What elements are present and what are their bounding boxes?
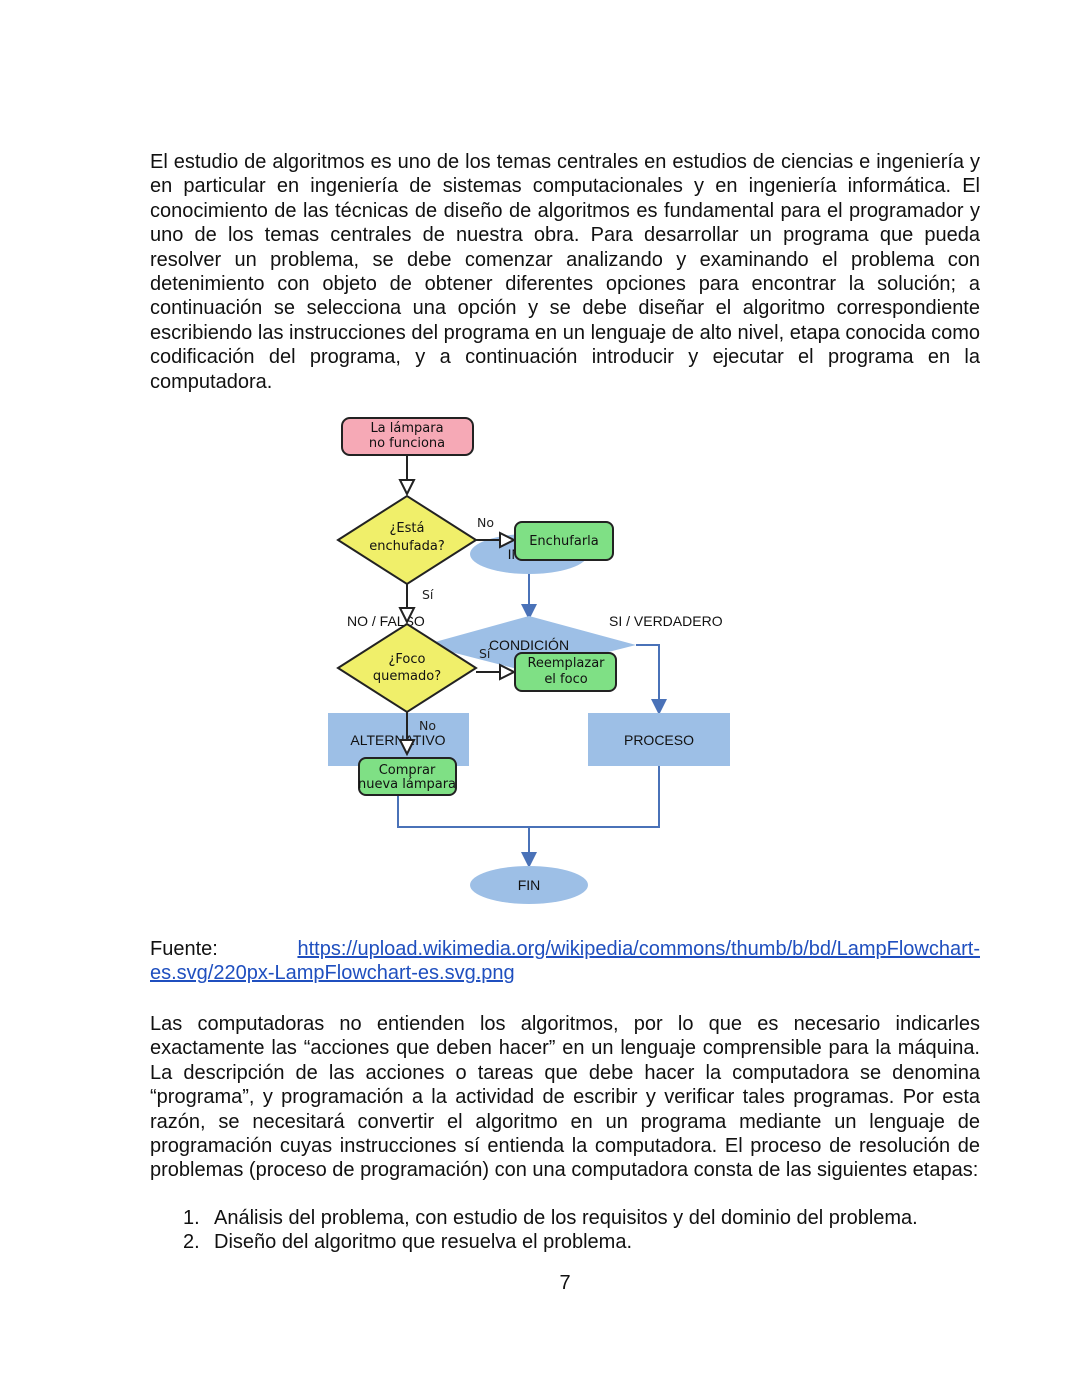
process-box	[588, 713, 730, 766]
intro-paragraph: El estudio de algoritmos es uno de los t…	[150, 151, 980, 393]
comprar-box	[358, 757, 457, 796]
enchufarla-label: Enchufarla	[529, 534, 599, 549]
no-label-1: No	[477, 515, 494, 530]
foco-line2: quemado?	[373, 669, 441, 684]
list-item-number: 2.	[183, 1231, 200, 1254]
lamp-start-line1: La lámpara	[370, 421, 443, 436]
no-label-2: No	[419, 718, 436, 733]
stages-list: 1. Análisis del problema, con estudio de…	[150, 1206, 980, 1255]
source-label: Fuente:	[150, 938, 218, 960]
reemplazar-line2: el foco	[544, 672, 587, 687]
comprar-line1: Comprar	[379, 763, 436, 778]
list-item-text: Análisis del problema, con estudio de lo…	[214, 1207, 918, 1229]
alternative-label: ALTERNATIVO	[350, 732, 445, 748]
flowchart-figure: INICIO CONDICIÓN NO / FALSO SI / VERDADE…	[320, 408, 760, 908]
list-item-number: 1.	[183, 1207, 200, 1229]
enchufarla-box	[514, 521, 614, 561]
foco-line1: ¿Foco	[389, 652, 426, 667]
end-ellipse	[470, 866, 588, 904]
source-link-line2[interactable]: es.svg/220px-LampFlowchart-es.svg.png	[150, 962, 515, 985]
foco-diamond	[336, 622, 478, 714]
true-label: SI / VERDADERO	[609, 613, 723, 629]
enchufada-line1: ¿Está	[390, 521, 425, 536]
list-item-text: Diseño del algoritmo que resuelva el pro…	[214, 1231, 633, 1254]
source-citation: Fuente: https://upload.wikimedia.org/wik…	[150, 937, 980, 986]
lamp-start-line2: no funciona	[369, 436, 445, 451]
page-number: 7	[559, 1272, 571, 1294]
si-label-1: Sí	[422, 587, 434, 602]
condition-label: CONDICIÓN	[489, 637, 569, 653]
list-item: 1. Análisis del problema, con estudio de…	[150, 1206, 980, 1230]
reemplazar-line1: Reemplazar	[527, 656, 605, 671]
false-label: NO / FALSO	[347, 613, 425, 629]
body-paragraph: Las computadoras no entienden los algori…	[150, 1013, 980, 1182]
end-label: FIN	[518, 877, 541, 893]
process-label: PROCESO	[624, 732, 694, 748]
si-label-2: Sí	[479, 646, 491, 661]
reemplazar-box	[514, 652, 617, 692]
enchufada-line2: enchufada?	[369, 539, 445, 554]
comprar-line2: nueva lámpara	[358, 777, 456, 792]
list-item: 2. Diseño del algoritmo que resuelva el …	[150, 1230, 980, 1254]
source-link-line1[interactable]: https://upload.wikimedia.org/wikipedia/c…	[297, 938, 980, 960]
